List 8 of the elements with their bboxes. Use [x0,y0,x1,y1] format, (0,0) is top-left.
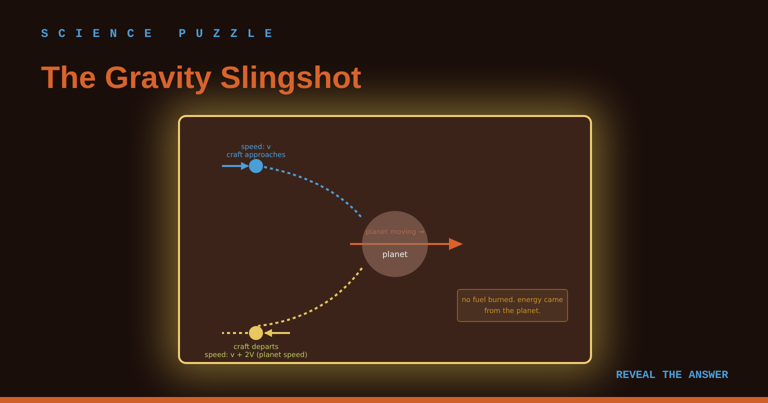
title: The Gravity Slingshot [41,60,362,96]
arrow [222,162,249,170]
trajectory-line [258,267,363,327]
trajectory-line [222,332,248,334]
reveal-link: REVEAL THE ANSWER [616,370,728,382]
arrow [264,329,290,337]
trajectory-line [264,166,363,219]
kicker-text: SCIENCE PUZZLE [41,27,282,41]
